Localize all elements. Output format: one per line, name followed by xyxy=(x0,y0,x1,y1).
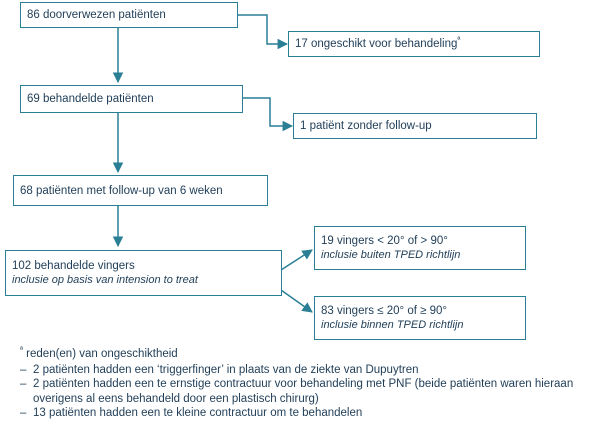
outside-note: inclusie buiten TPED richtlijn xyxy=(321,249,461,261)
unsuitable-text: 17 ongeschikt voor behandelingª xyxy=(295,35,533,51)
outside-label: 19 vingers < 20° of > 90° xyxy=(321,235,448,247)
box-followup-patients: 68 patiënten met follow-up van 6 weken xyxy=(13,175,268,206)
arrow-treated-to-no-followup xyxy=(242,97,294,132)
footnote-item: 13 patiënten hadden een te kleine contra… xyxy=(20,406,585,421)
footnote-item: 2 patiënten hadden een te ernstige contr… xyxy=(20,377,585,406)
box-treated-patients: 69 behandelde patiënten xyxy=(20,85,243,113)
footnote-section: ª reden(en) van ongeschiktheid 2 patiënt… xyxy=(20,345,585,421)
footnote-title: reden(en) van ongeschiktheid xyxy=(26,348,178,360)
referred-label: 86 doorverwezen patiënten xyxy=(27,9,166,21)
box-outside-guideline: 19 vingers < 20° of > 90° inclusie buite… xyxy=(314,226,526,270)
inside-note: inclusie binnen TPED richtlijn xyxy=(321,319,464,331)
arrow-fingers-to-outside xyxy=(280,249,313,271)
box-inside-guideline: 83 vingers ≤ 20° of ≥ 90° inclusie binne… xyxy=(314,296,526,340)
arrow-fingers-to-inside xyxy=(280,289,313,313)
footnote-list: 2 patiënten hadden een ‘triggerfinger’ i… xyxy=(20,363,585,421)
footnote-item: 2 patiënten hadden een ‘triggerfinger’ i… xyxy=(20,363,585,378)
fingers-note: inclusie op basis van intension to treat xyxy=(12,274,198,286)
fingers-label: 102 behandelde vingers xyxy=(12,260,135,272)
followup-label: 68 patiënten met follow-up van 6 weken xyxy=(20,184,223,197)
arrow-referred-to-unsuitable xyxy=(237,14,289,50)
box-unsuitable: 17 ongeschikt voor behandelingª xyxy=(288,31,540,57)
footnote-marker: ª xyxy=(457,35,461,45)
treated-label: 69 behandelde patiënten xyxy=(27,93,154,105)
box-treated-fingers: 102 behandelde vingers inclusie op basis… xyxy=(5,250,282,296)
inside-label: 83 vingers ≤ 20° of ≥ 90° xyxy=(321,305,448,317)
box-no-followup: 1 patiënt zonder follow-up xyxy=(293,113,537,139)
footnote-title-marker: ª xyxy=(20,345,23,355)
no-followup-label: 1 patiënt zonder follow-up xyxy=(300,120,432,132)
unsuitable-label: 17 ongeschikt voor behandeling xyxy=(295,38,458,50)
box-referred-patients: 86 doorverwezen patiënten xyxy=(20,2,238,28)
footnote-title-line: ª reden(en) van ongeschiktheid xyxy=(20,345,585,362)
